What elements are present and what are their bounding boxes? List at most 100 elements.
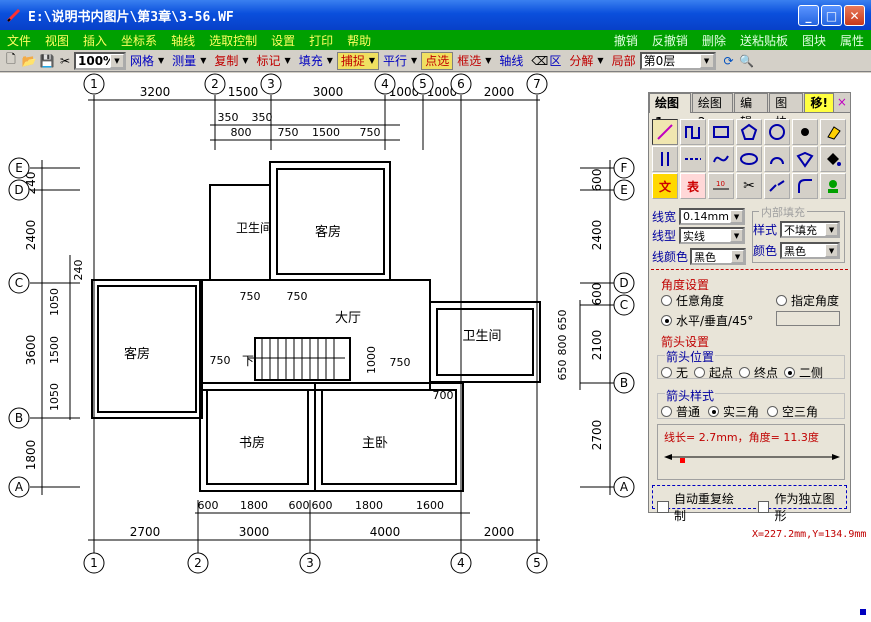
axis-bottom-5: 5 [533, 556, 541, 570]
dim-bottom-sub-3: 600 [289, 499, 310, 512]
local-button[interactable]: 局部 [608, 52, 640, 70]
tab-block[interactable]: 图块 [769, 93, 804, 129]
line-color-label: 线颜色 [652, 250, 689, 264]
line-type-select[interactable]: 实线▼ [679, 227, 746, 244]
menu-settings[interactable]: 设置 [271, 33, 296, 48]
layer-select[interactable]: 第0层▼ [639, 51, 716, 70]
axis-left-e: E [15, 161, 23, 175]
polyline-tool-icon[interactable] [680, 119, 706, 145]
line-tool-icon[interactable] [652, 119, 678, 145]
tab-edit[interactable]: 编辑 [734, 93, 769, 129]
dot-tool-icon[interactable] [792, 119, 818, 145]
menu-view[interactable]: 视图 [45, 33, 70, 48]
fill-bucket-tool-icon[interactable] [820, 146, 846, 172]
curve-tool-icon[interactable] [708, 146, 734, 172]
tab-draw2[interactable]: 绘图2 [691, 93, 734, 129]
arrow-solid-radio[interactable]: 实三角 [708, 403, 759, 420]
independent-checkbox[interactable]: 作为独立图形 [757, 490, 847, 524]
radio-dot [661, 367, 672, 378]
tab-move[interactable]: 移! [804, 93, 834, 112]
copy-label: 复制 [214, 54, 239, 68]
arrow-normal-radio[interactable]: 普通 [661, 403, 700, 420]
diamond-tool-icon[interactable] [792, 146, 818, 172]
angle-specified-radio[interactable]: 指定角度 [776, 292, 839, 309]
angle-hv-radio[interactable]: 水平/垂直/45° [661, 312, 753, 329]
angle-any-radio[interactable]: 任意角度 [661, 292, 724, 309]
arrow-style-title: 箭头样式 [665, 387, 716, 404]
menu-undo[interactable]: 撤销 [613, 33, 638, 48]
arrow-start-radio[interactable]: 起点 [694, 364, 733, 381]
menu-axis[interactable]: 轴线 [171, 33, 196, 48]
parallel-line-tool-icon[interactable] [652, 146, 678, 172]
eraser-tool-icon[interactable] [820, 119, 846, 145]
break-line-tool-icon[interactable] [764, 173, 790, 199]
area-button[interactable]: ⌫区 [527, 52, 565, 70]
open-folder-icon[interactable]: 📂 [21, 53, 37, 68]
dropdown-arrow-icon: ▼ [200, 56, 207, 65]
menu-insert[interactable]: 插入 [83, 33, 108, 48]
fill-button[interactable]: 填充▼ [295, 52, 337, 70]
panel-close-icon[interactable]: × [834, 93, 849, 112]
dim-bottom-2: 3000 [239, 525, 270, 539]
tab-draw1[interactable]: 绘图1 [649, 93, 691, 129]
menu-coordinates[interactable]: 坐标系 [121, 33, 158, 48]
arrow-both-radio[interactable]: 二侧 [784, 364, 823, 381]
panel-tabs: 绘图1 绘图2 编辑 图块 移! × [649, 93, 850, 129]
fill-label: 填充 [298, 54, 323, 68]
zoom-tool-icon[interactable]: ✂ [59, 53, 71, 68]
text-tool-icon[interactable]: 文 [652, 173, 678, 199]
point-select-button[interactable]: 点选 [421, 51, 454, 70]
radio-dot-selected [784, 367, 796, 378]
divide-button[interactable]: 分解▼ [565, 52, 607, 70]
maximize-button[interactable]: □ [821, 5, 842, 26]
search-icon[interactable]: 🔍 [739, 53, 755, 68]
circle-tool-icon[interactable] [764, 119, 790, 145]
new-file-icon[interactable]: 🗋 [6, 52, 16, 66]
line-width-select[interactable]: 0.14mm▼ [679, 208, 746, 225]
box-select-button[interactable]: 框选▼ [453, 52, 495, 70]
menu-clipboard[interactable]: 送粘贴板 [739, 33, 788, 48]
fill-color-select[interactable]: 黑色▼ [780, 242, 841, 259]
dimension-tool-icon[interactable]: 10 [708, 173, 734, 199]
line-color-select[interactable]: 黑色▼ [690, 248, 747, 265]
arc-tool-icon[interactable] [764, 146, 790, 172]
stamp-tool-icon[interactable] [820, 173, 846, 199]
menu-print[interactable]: 打印 [309, 33, 334, 48]
menu-redo[interactable]: 反撤销 [651, 33, 688, 48]
dim-bottom-4: 2000 [484, 525, 515, 539]
axis-button[interactable]: 轴线 [495, 52, 527, 70]
dashed-line-tool-icon[interactable] [680, 146, 706, 172]
corner-tool-icon[interactable] [792, 173, 818, 199]
menu-properties[interactable]: 属性 [839, 33, 864, 48]
snap-button[interactable]: 捕捉▼ [336, 51, 380, 70]
measure-button[interactable]: 测量▼ [168, 52, 210, 70]
copy-button[interactable]: 复制▼ [210, 52, 252, 70]
arrow-none-radio[interactable]: 无 [661, 364, 688, 381]
fill-style-select[interactable]: 不填充▼ [780, 221, 841, 238]
save-icon[interactable]: 💾 [39, 53, 55, 68]
menu-file[interactable]: 文件 [7, 33, 32, 48]
refresh-icon[interactable]: ⟳ [723, 53, 734, 68]
auto-redraw-checkbox[interactable]: 自动重复绘制 [657, 490, 746, 524]
angle-input[interactable] [776, 311, 840, 326]
ellipse-tool-icon[interactable] [736, 146, 762, 172]
minimize-button[interactable]: _ [798, 5, 819, 26]
scissors-tool-icon[interactable]: ✂ [736, 173, 762, 199]
menu-delete[interactable]: 删除 [701, 33, 726, 48]
close-button[interactable]: ✕ [844, 5, 865, 26]
arrow-hollow-radio[interactable]: 空三角 [767, 403, 818, 420]
menu-help[interactable]: 帮助 [347, 33, 372, 48]
arrow-end-radio[interactable]: 终点 [739, 364, 778, 381]
grid-button[interactable]: 网格▼ [126, 52, 168, 70]
dim-inner-4: 750 [390, 356, 411, 369]
resize-grip[interactable] [860, 609, 866, 615]
arrow-hollow-label: 空三角 [782, 405, 819, 419]
mark-button[interactable]: 标记▼ [253, 52, 295, 70]
menu-block[interactable]: 图块 [801, 33, 826, 48]
polygon-tool-icon[interactable] [736, 119, 762, 145]
zoom-select[interactable]: 100%▼ [74, 51, 126, 70]
table-tool-icon[interactable]: 表 [680, 173, 706, 199]
menu-selection[interactable]: 选取控制 [209, 33, 258, 48]
parallel-button[interactable]: 平行▼ [379, 52, 421, 70]
rectangle-tool-icon[interactable] [708, 119, 734, 145]
